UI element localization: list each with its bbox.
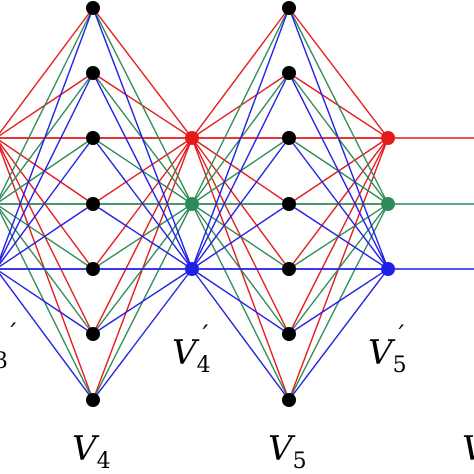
label-v4-sub: 4 (97, 449, 111, 474)
edge-blue (0, 72, 94, 263)
red-vertex-v5-prime (381, 131, 395, 145)
edge-green (0, 7, 94, 198)
black-vertex-v4-3 (86, 131, 100, 145)
black-vertex-v5-1 (282, 1, 296, 15)
edge-red (191, 7, 290, 139)
black-vertex-v4-6 (86, 327, 100, 341)
edge-red (0, 72, 94, 137)
label-v4-prime-sub: 4 (197, 353, 211, 378)
red-vertex-v4-prime (185, 131, 199, 145)
graph-edges (0, 7, 474, 401)
blue-vertex-v5-prime (381, 262, 395, 276)
black-vertex-v4-4 (86, 197, 100, 211)
graph-vertices (86, 1, 395, 407)
label-v3-prime-sub: 3 (0, 349, 8, 374)
label-v5-prime: V5 (368, 333, 407, 378)
edge-green (191, 7, 290, 205)
edge-blue (92, 137, 193, 270)
edge-red (0, 7, 94, 134)
green-vertex-v4-prime (185, 197, 199, 211)
edge-blue (0, 270, 94, 335)
label-v5-prime-sub: 5 (393, 353, 407, 378)
label-v4-prime-letter: V (172, 333, 200, 373)
blue-vertex-v4-prime (185, 262, 199, 276)
edge-blue (288, 268, 389, 401)
edge-red (92, 7, 193, 139)
black-vertex-v5-2 (282, 66, 296, 80)
black-vertex-v4-5 (86, 262, 100, 276)
edge-blue (0, 137, 94, 265)
label-v5-letter: V (268, 429, 296, 469)
edge-blue (288, 203, 389, 270)
edge-blue (92, 268, 193, 335)
label-v5: V5 (268, 429, 307, 474)
black-vertex-v4-2 (86, 66, 100, 80)
black-vertex-v5-6 (282, 327, 296, 341)
edge-blue (288, 268, 389, 335)
edge-blue (191, 268, 290, 335)
edge-blue (0, 273, 94, 401)
edge-blue (0, 7, 94, 261)
edge-blue (92, 72, 193, 270)
black-vertex-v4-7 (86, 393, 100, 407)
black-vertex-v5-3 (282, 131, 296, 145)
edge-blue (191, 7, 290, 270)
black-vertex-v5-5 (282, 262, 296, 276)
green-vertex-v5-prime (381, 197, 395, 211)
label-v4-letter: V (72, 429, 100, 469)
label-v6-partial: V (462, 429, 474, 469)
label-v5-prime-mark: ´ (394, 322, 406, 350)
label-v5-prime-letter: V (368, 333, 396, 373)
label-v4: V4 (72, 429, 111, 474)
edge-blue (191, 72, 290, 270)
black-vertex-v5-7 (282, 393, 296, 407)
edge-blue (191, 203, 290, 270)
edge-green (288, 7, 389, 205)
label-v4-prime-mark: ´ (198, 322, 210, 350)
label-v5-sub: 5 (293, 449, 307, 474)
black-vertex-v5-4 (282, 197, 296, 211)
label-v3-prime: 3 (0, 349, 8, 374)
edge-green (92, 7, 193, 205)
black-vertex-v4-1 (86, 1, 100, 15)
label-v4-prime: V4 (172, 333, 211, 378)
edge-blue (0, 203, 94, 268)
edge-blue (191, 137, 290, 270)
edge-blue (92, 268, 193, 401)
label-v3-prime-mark: ´ (6, 320, 18, 348)
edge-blue (191, 268, 290, 401)
edge-blue (92, 203, 193, 270)
edge-blue (288, 72, 389, 270)
edge-red (288, 7, 389, 139)
edge-blue (288, 137, 389, 270)
edge-blue (288, 7, 389, 270)
edge-blue (92, 7, 193, 270)
